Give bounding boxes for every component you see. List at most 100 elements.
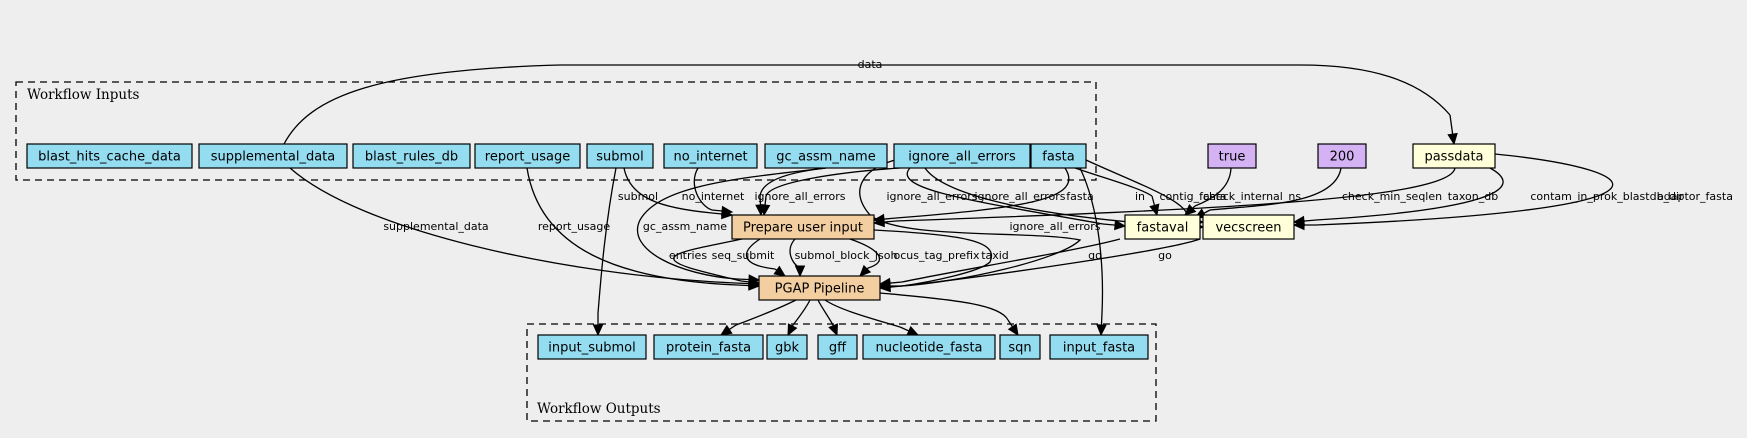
node-label: input_submol — [548, 341, 635, 356]
node-input-submol[interactable]: input_submol — [537, 334, 647, 360]
edge-ignore_all_errors-to-fastaval: ignore_all_errors — [886, 167, 1127, 231]
node-label: fastaval — [1137, 221, 1189, 236]
node-label: gc_assm_name — [776, 150, 875, 165]
node-gff[interactable]: gff — [817, 334, 858, 360]
edge-line — [849, 238, 880, 269]
edge-passdata-to-vecscreen: adaptor_fasta — [1292, 153, 1733, 231]
node-gbk[interactable]: gbk — [766, 334, 808, 360]
node-protein-fasta[interactable]: protein_fasta — [653, 334, 764, 360]
node-box[interactable] — [1317, 143, 1367, 169]
node-no-internet[interactable]: no_internet — [663, 143, 758, 169]
node-box[interactable] — [731, 214, 875, 240]
arrowhead-icon — [1292, 219, 1305, 231]
node-box[interactable] — [1049, 334, 1149, 360]
edge-line — [1315, 153, 1614, 226]
edge-line — [745, 238, 776, 270]
node-input-fasta[interactable]: input_fasta — [1049, 334, 1149, 360]
node-prepare[interactable]: Prepare user input — [731, 214, 875, 240]
node-blast-hits-cache-data[interactable]: blast_hits_cache_data — [26, 143, 193, 169]
node-label: protein_fasta — [666, 341, 751, 356]
arrowhead-icon — [1007, 323, 1019, 337]
node-box[interactable] — [862, 334, 996, 360]
node-box[interactable] — [999, 334, 1041, 360]
node-passdata[interactable]: passdata — [1412, 143, 1496, 169]
edge-line — [792, 299, 811, 326]
edge-line — [901, 238, 1121, 283]
edge-label: gc_assm_name — [643, 220, 727, 233]
node-label: gff — [829, 341, 847, 356]
edge-line — [924, 167, 1182, 227]
edge-pgap-to-sqn — [879, 292, 1019, 337]
arrowhead-icon — [759, 204, 771, 217]
node-box[interactable] — [26, 143, 193, 169]
node-box[interactable] — [1207, 143, 1257, 169]
node-true[interactable]: true — [1207, 143, 1257, 169]
node-box[interactable] — [893, 143, 1031, 169]
edge-line — [735, 299, 797, 326]
node-label: nucleotide_fasta — [875, 341, 982, 356]
arrowhead-icon — [859, 264, 872, 277]
node-box[interactable] — [352, 143, 471, 169]
node-label: blast_rules_db — [365, 150, 458, 165]
node-label: PGAP Pipeline — [775, 282, 865, 297]
edge-fasta-to-fastaval: in — [1074, 167, 1160, 217]
node-label: supplemental_data — [211, 150, 335, 165]
node-200[interactable]: 200 — [1317, 143, 1367, 169]
node-label: sqn — [1008, 341, 1031, 356]
edge-prepare-to-pgap: seq_submit — [712, 238, 786, 277]
node-box[interactable] — [586, 143, 654, 169]
node-fastaval[interactable]: fastaval — [1124, 214, 1201, 240]
edge-line — [597, 167, 617, 314]
node-vecscreen[interactable]: vecscreen — [1202, 214, 1295, 240]
edge-label: seq_submit — [712, 249, 775, 262]
node-blast-rules-db[interactable]: blast_rules_db — [352, 143, 471, 169]
arrowhead-icon — [1447, 132, 1458, 146]
edge-prepare-to-pgap: locus_tag_prefix — [849, 238, 980, 277]
edge-line — [1074, 167, 1153, 197]
edge-line — [693, 167, 713, 211]
edge-label: adaptor_fasta — [1657, 190, 1733, 203]
node-box[interactable] — [653, 334, 764, 360]
node-submol[interactable]: submol — [586, 143, 654, 169]
edge-label: ignore_all_errors — [1009, 220, 1100, 233]
node-box[interactable] — [537, 334, 647, 360]
node-box[interactable] — [198, 143, 348, 169]
node-label: vecscreen — [1215, 221, 1281, 236]
node-report-usage[interactable]: report_usage — [474, 143, 581, 169]
arrowhead-icon — [747, 276, 761, 288]
node-box[interactable] — [764, 143, 888, 169]
node-label: input_fasta — [1063, 341, 1135, 356]
node-box[interactable] — [663, 143, 758, 169]
edge-line — [879, 292, 1009, 321]
edge-prepare-to-pgap: entries — [669, 238, 761, 288]
node-box[interactable] — [758, 275, 881, 301]
edge-line — [901, 238, 1201, 287]
edge-pgap-to-nucleotide_fasta — [824, 299, 920, 336]
node-pgap[interactable]: PGAP Pipeline — [758, 275, 881, 301]
edge-label: data — [858, 58, 883, 71]
edge-label: no_internet — [682, 190, 745, 203]
edge-report_usage-to-pgap: report_usage — [526, 167, 761, 291]
node-ignore-all-errors[interactable]: ignore_all_errors — [893, 143, 1031, 169]
node-box[interactable] — [1030, 143, 1087, 169]
node-box[interactable] — [1202, 214, 1295, 240]
node-nucleotide-fasta[interactable]: nucleotide_fasta — [862, 334, 996, 360]
node-supplemental-data[interactable]: supplemental_data — [198, 143, 348, 169]
node-gc-assm-name[interactable]: gc_assm_name — [764, 143, 888, 169]
node-sqn[interactable]: sqn — [999, 334, 1041, 360]
node-box[interactable] — [817, 334, 858, 360]
node-box[interactable] — [1412, 143, 1496, 169]
node-box[interactable] — [474, 143, 581, 169]
edge-line — [824, 299, 901, 328]
node-box[interactable] — [1124, 214, 1201, 240]
cluster-workflow-inputs: Workflow Inputs — [15, 81, 1097, 181]
node-label: fasta — [1042, 150, 1074, 165]
node-fasta[interactable]: fasta — [1030, 143, 1087, 169]
edge-pgap-to-gff — [817, 299, 838, 337]
node-label: Prepare user input — [743, 221, 863, 236]
node-box[interactable] — [766, 334, 808, 360]
edge-label: fasta — [1066, 190, 1093, 203]
arrowhead-icon — [719, 324, 733, 336]
edge-label: ignore_all_errors — [886, 190, 977, 203]
